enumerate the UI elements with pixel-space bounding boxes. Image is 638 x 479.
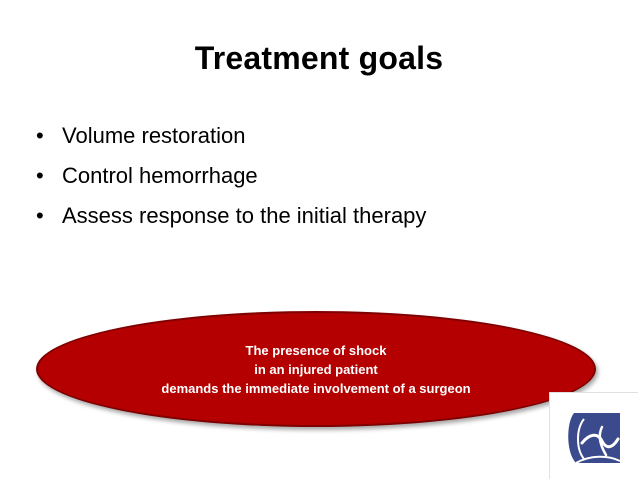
bullet-item: • Volume restoration: [36, 116, 426, 156]
bullet-item: • Control hemorrhage: [36, 156, 426, 196]
bullet-dot: •: [36, 203, 44, 228]
slide-title: Treatment goals: [194, 40, 444, 76]
bullet-text: Assess response to the initial therapy: [62, 203, 427, 228]
logo-box: [549, 392, 638, 479]
bullet-dot: •: [36, 123, 44, 148]
bullet-dot: •: [36, 163, 44, 188]
medical-logo-icon: [568, 413, 621, 464]
bullet-item: • Assess response to the initial therapy: [36, 196, 426, 236]
bullet-text: Volume restoration: [62, 123, 246, 148]
callout-line: The presence of shock: [245, 343, 387, 358]
bullet-text: Control hemorrhage: [62, 163, 258, 188]
callout-line: in an injured patient: [254, 362, 378, 377]
callout-line: demands the immediate involvement of a s…: [161, 381, 471, 396]
callout-text: The presence of shock in an injured pati…: [36, 341, 596, 398]
bullet-list: • Volume restoration • Control hemorrhag…: [36, 116, 426, 236]
callout-ellipse: [36, 311, 596, 427]
